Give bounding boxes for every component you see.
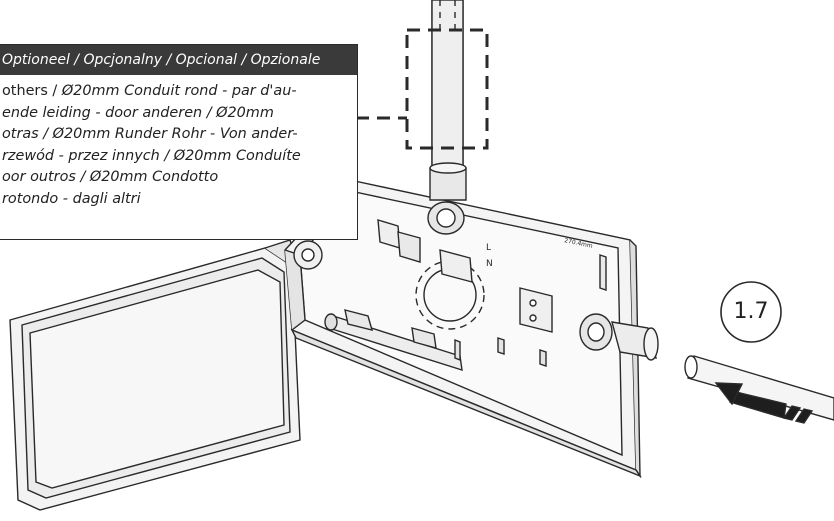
optional-callout: Optioneel / Opcjonalny / Opcional / Opzi… [0,44,358,240]
side-conduit [579,313,659,361]
callout-line: oor outros / Ø20mm Condotto [2,169,219,185]
enclosure-base [284,179,642,479]
callout-line: others / Ø20mm Conduit rond - par d'au- [2,83,297,99]
callout-line: otras / Ø20mm Runder Rohr - Von ander- [2,126,298,142]
step-label: 1.7 [733,299,769,324]
step-badge [720,281,782,343]
callout-line: rzewód - przez innych / Ø20mm Conduíte [2,147,301,164]
terminal-l-mark: L [486,243,491,253]
callout-body: others / Ø20mm Conduit rond - par d'au- … [0,75,357,210]
callout-line: ende leiding - door anderen / Ø20mm [2,104,274,121]
callout-header: Optioneel / Opcjonalny / Opcional / Opzi… [0,45,357,75]
enclosure-door [9,239,301,511]
optional-dashed-box [356,28,489,150]
incoming-conduit [684,355,834,424]
top-conduit [427,0,467,235]
callout-line: rotondo - dagli altri [2,190,141,207]
terminal-n-mark: N [486,259,493,269]
